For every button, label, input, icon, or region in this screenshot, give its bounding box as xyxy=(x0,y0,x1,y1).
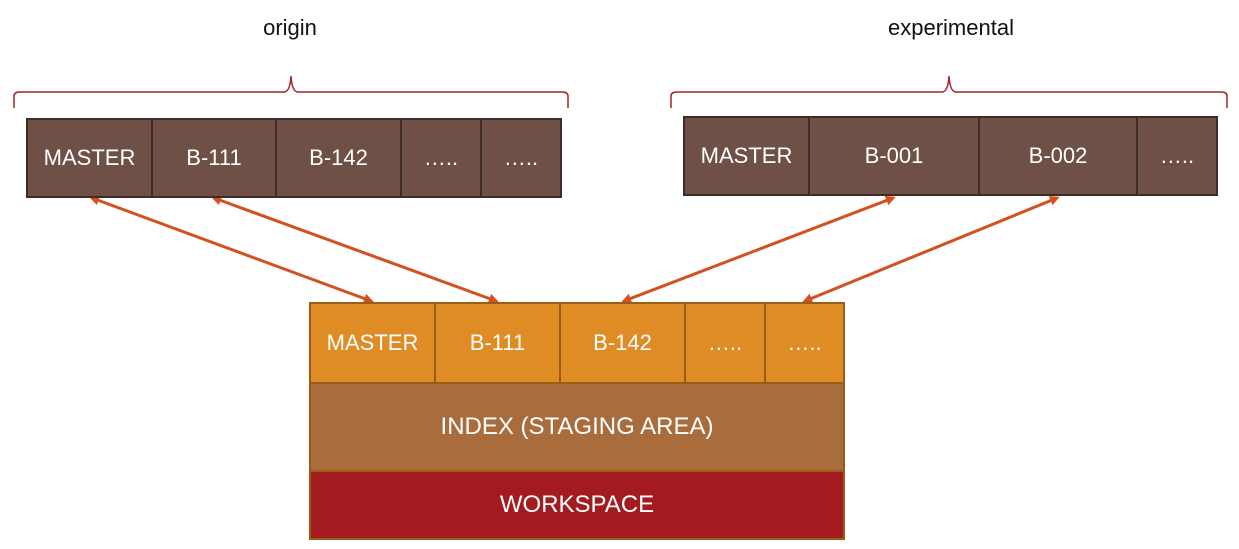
local-branch-master[interactable]: MASTER xyxy=(309,302,436,384)
experimental-label: experimental xyxy=(888,15,1014,40)
local-branch-more-2[interactable]: ….. xyxy=(764,302,845,384)
experimental-branches: MASTER B-001 B-002 ….. xyxy=(683,116,1218,196)
origin-branch-more-2[interactable]: ….. xyxy=(480,118,562,198)
origin-label: origin xyxy=(263,15,317,40)
local-branches: MASTER B-111 B-142 ….. ….. xyxy=(309,302,845,384)
local-branch-b142[interactable]: B-142 xyxy=(559,302,686,384)
experimental-brace xyxy=(670,75,1228,108)
local-branch-more-1[interactable]: ….. xyxy=(684,302,766,384)
experimental-branch-b001[interactable]: B-001 xyxy=(808,116,980,196)
experimental-branch-b002[interactable]: B-002 xyxy=(978,116,1138,196)
origin-branch-master[interactable]: MASTER xyxy=(26,118,153,198)
origin-brace xyxy=(13,75,569,108)
arrow-experimental-b002 xyxy=(802,196,1060,303)
origin-branch-more-1[interactable]: ….. xyxy=(400,118,482,198)
origin-branch-b111[interactable]: B-111 xyxy=(151,118,277,198)
arrow-origin-master xyxy=(89,195,374,304)
experimental-branch-master[interactable]: MASTER xyxy=(683,116,810,196)
workspace: WORKSPACE xyxy=(309,470,845,540)
origin-branch-b142[interactable]: B-142 xyxy=(275,118,402,198)
origin-branches: MASTER B-111 B-142 ….. ….. xyxy=(26,118,562,198)
arrow-experimental-b001 xyxy=(621,195,896,304)
arrow-origin-b111 xyxy=(211,195,499,304)
index-staging-area: INDEX (STAGING AREA) xyxy=(309,382,845,472)
experimental-branch-more[interactable]: ….. xyxy=(1136,116,1218,196)
local-branch-b111[interactable]: B-111 xyxy=(434,302,561,384)
